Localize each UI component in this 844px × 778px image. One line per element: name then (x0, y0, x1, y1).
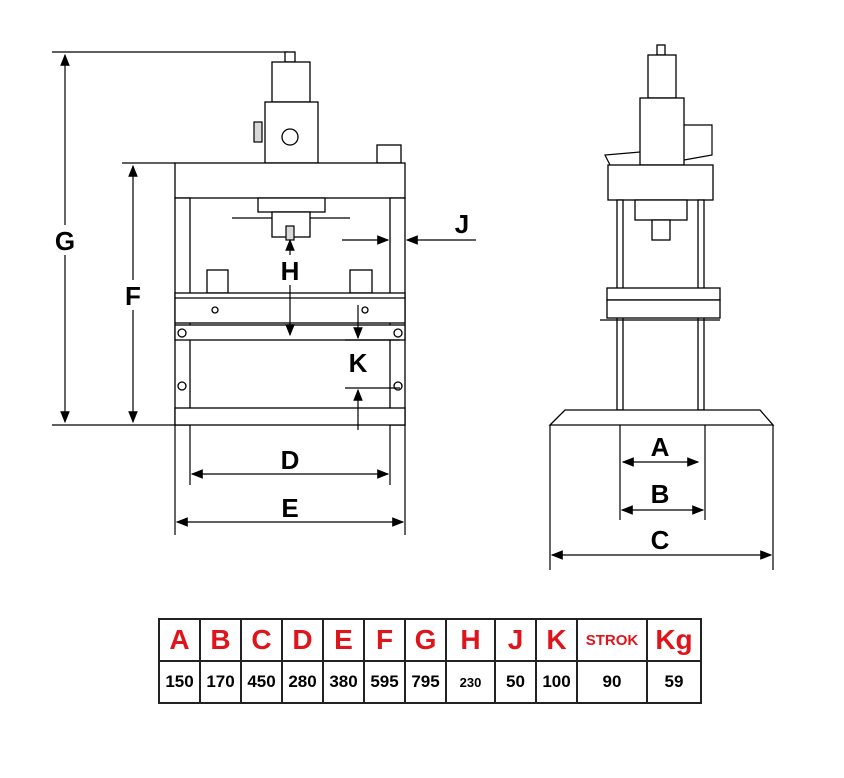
value-cell: 795 (404, 660, 447, 704)
label-a: A (651, 432, 670, 462)
header-cell: A (158, 618, 201, 662)
value-cell: 170 (199, 660, 242, 704)
header-cell: H (445, 618, 496, 662)
spec-table: A B C D E F G H J K STROK Kg 150 170 450… (158, 618, 702, 704)
label-g: G (55, 226, 75, 256)
side-view: A B C (548, 44, 775, 570)
header-cell: F (363, 618, 406, 662)
value-cell: 380 (322, 660, 365, 704)
header-cell: E (322, 618, 365, 662)
value-cell: 50 (494, 660, 537, 704)
value-cell: 450 (240, 660, 283, 704)
header-cell: B (199, 618, 242, 662)
value-cell: 595 (363, 660, 406, 704)
value-cell: 280 (281, 660, 324, 704)
label-d: D (281, 445, 300, 475)
spec-value-row: 150 170 450 280 380 595 795 230 50 100 9… (158, 660, 702, 704)
label-e: E (281, 493, 298, 523)
value-cell: 230 (445, 660, 496, 704)
header-cell: G (404, 618, 447, 662)
value-cell: 150 (158, 660, 201, 704)
header-cell: STROK (576, 618, 648, 662)
value-cell: 59 (646, 660, 702, 704)
header-cell: C (240, 618, 283, 662)
header-cell: Kg (646, 618, 702, 662)
header-cell: D (281, 618, 324, 662)
label-j: J (455, 209, 469, 239)
label-f: F (125, 281, 141, 311)
value-cell: 90 (576, 660, 648, 704)
header-cell: K (535, 618, 578, 662)
front-view: G F H J K D E (50, 51, 476, 535)
label-k: K (349, 348, 368, 378)
spec-header-row: A B C D E F G H J K STROK Kg (158, 618, 702, 662)
header-cell: J (494, 618, 537, 662)
value-cell: 100 (535, 660, 578, 704)
label-h: H (281, 256, 300, 286)
label-b: B (651, 479, 670, 509)
label-c: C (651, 525, 670, 555)
